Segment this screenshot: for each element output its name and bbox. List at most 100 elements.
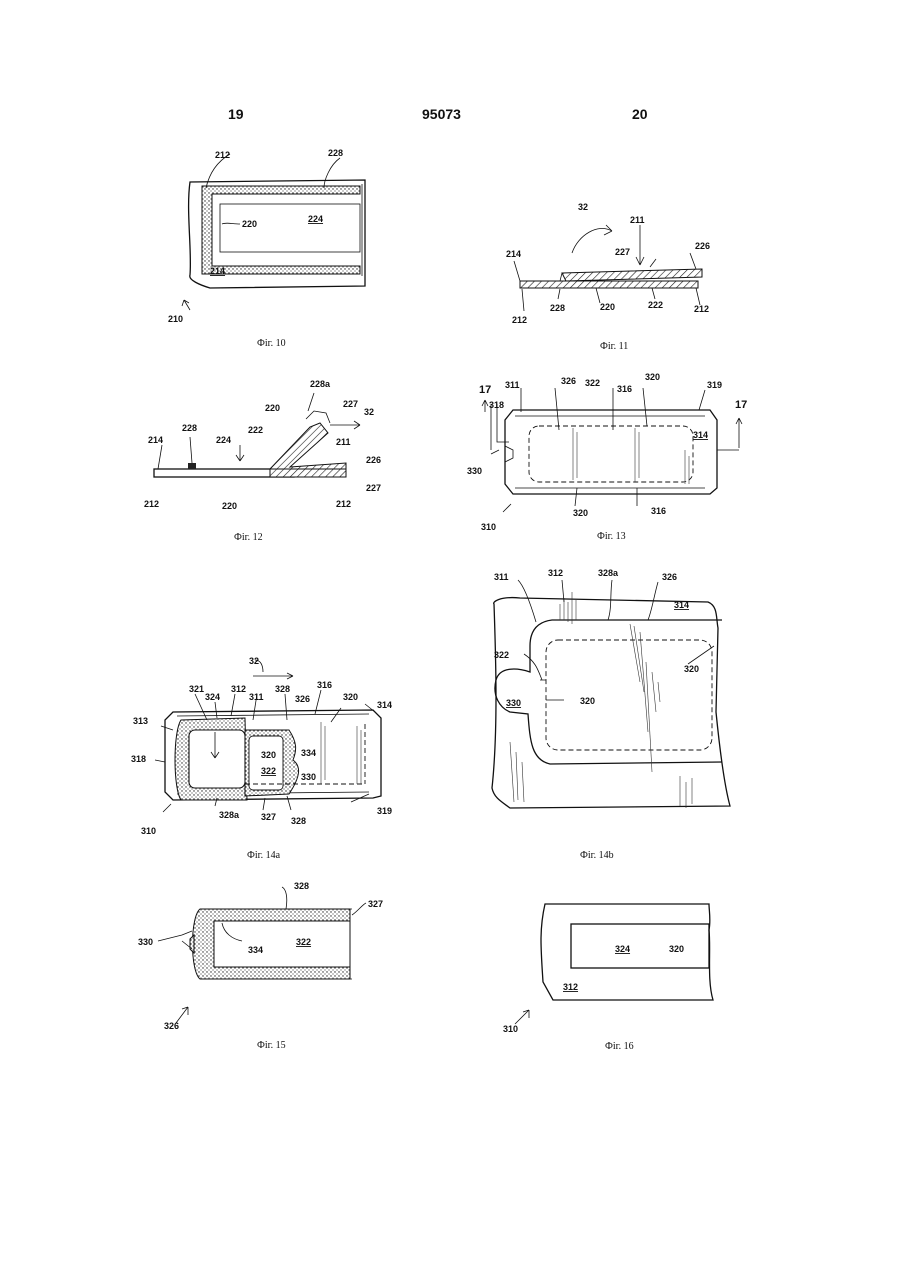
fig13-label-326: 326 (561, 376, 576, 386)
fig11-label-226: 226 (695, 241, 710, 251)
fig12-label-228: 228 (182, 423, 197, 433)
fig12-label-214: 214 (148, 435, 163, 445)
fig14a-label-314: 314 (377, 700, 392, 710)
fig14a-label-321: 321 (189, 684, 204, 694)
fig14a-label-330: 330 (301, 772, 316, 782)
fig13-caption: Фіг. 13 (597, 531, 626, 542)
fig11-label-214: 214 (506, 249, 521, 259)
fig11-label-228: 228 (550, 303, 565, 313)
fig11-label-222: 222 (648, 300, 663, 310)
fig14a-label-312: 312 (231, 684, 246, 694)
fig10-label-220: 220 (242, 219, 257, 229)
fig11-label-212-left: 212 (512, 315, 527, 325)
fig11-label-212-right: 212 (694, 304, 709, 314)
fig10-label-212: 212 (215, 150, 230, 160)
fig15-label-326: 326 (164, 1021, 179, 1031)
fig15-label-322: 322 (296, 937, 311, 947)
fig14b-label-320-inner: 320 (580, 696, 595, 706)
fig12-caption: Фіг. 12 (234, 532, 263, 543)
fig16-label-312: 312 (563, 982, 578, 992)
fig13-label-17-right: 17 (735, 399, 747, 411)
fig13-label-311: 311 (505, 380, 520, 390)
fig14a-label-324: 324 (205, 692, 220, 702)
fig14a-label-328: 328 (275, 684, 290, 694)
fig13-label-318: 318 (489, 400, 504, 410)
fig10-label-210: 210 (168, 314, 183, 324)
figure-11-drawing: 32 211 227 226 214 212 228 220 222 212 (500, 195, 730, 335)
fig14b-label-311: 311 (494, 572, 509, 582)
fig14a-label-334: 334 (301, 748, 316, 758)
fig12-label-212-left: 212 (144, 499, 159, 509)
fig13-label-17-left: 17 (479, 384, 491, 396)
fig14a-label-328a: 328a (219, 810, 240, 820)
fig10-label-224: 224 (308, 214, 323, 224)
fig14b-label-314: 314 (674, 600, 689, 610)
fig14b-label-330: 330 (506, 698, 521, 708)
right-page-number: 20 (632, 106, 648, 122)
fig14a-label-311: 311 (249, 692, 264, 702)
fig12-label-212-right: 212 (336, 499, 351, 509)
fig12-label-224: 224 (216, 435, 231, 445)
fig14b-label-322: 322 (494, 650, 509, 660)
fig14a-label-318: 318 (131, 754, 146, 764)
fig14a-label-328-bottom: 328 (291, 816, 306, 826)
figure-13-drawing: 17 311 326 322 316 320 319 17 318 314 33… (455, 370, 755, 535)
fig16-label-320: 320 (669, 944, 684, 954)
fig14a-label-322: 322 (261, 766, 276, 776)
fig10-label-228: 228 (328, 148, 343, 158)
fig13-label-320-bottom: 320 (573, 508, 588, 518)
fig13-label-322: 322 (585, 378, 600, 388)
fig12-label-220-bottom: 220 (222, 501, 237, 511)
fig14a-label-319: 319 (377, 806, 392, 816)
fig15-caption: Фіг. 15 (257, 1040, 286, 1051)
figure-15-drawing: 328 327 330 334 322 326 (130, 875, 390, 1035)
fig13-label-320-top: 320 (645, 372, 660, 382)
fig14b-label-328a: 328a (598, 568, 619, 578)
fig14a-label-327: 327 (261, 812, 276, 822)
figure-10-drawing: 212 228 220 224 214 210 (160, 140, 390, 330)
fig11-label-32: 32 (578, 202, 588, 212)
fig14a-label-32: 32 (249, 656, 259, 666)
fig11-label-227: 227 (615, 247, 630, 257)
fig12-label-222: 222 (248, 425, 263, 435)
fig12-label-227-top: 227 (343, 399, 358, 409)
figure-16-drawing: 324 320 312 310 (495, 890, 735, 1040)
fig14b-label-326: 326 (662, 572, 677, 582)
fig14a-label-320-top: 320 (343, 692, 358, 702)
fig15-label-330: 330 (138, 937, 153, 947)
patent-number: 95073 (422, 106, 461, 122)
fig16-caption: Фіг. 16 (605, 1041, 634, 1052)
fig12-label-220-top: 220 (265, 403, 280, 413)
fig13-label-319: 319 (707, 380, 722, 390)
fig13-label-316-top: 316 (617, 384, 632, 394)
fig14a-label-316: 316 (317, 680, 332, 690)
fig14a-label-320-inner: 320 (261, 750, 276, 760)
fig14a-label-313: 313 (133, 716, 148, 726)
fig14b-caption: Фіг. 14b (580, 850, 614, 861)
fig16-label-310: 310 (503, 1024, 518, 1034)
fig14a-caption: Фіг. 14a (247, 850, 280, 861)
fig12-label-211: 211 (336, 437, 351, 447)
fig14b-label-320-right: 320 (684, 664, 699, 674)
fig13-label-330: 330 (467, 466, 482, 476)
fig16-label-324: 324 (615, 944, 630, 954)
figure-14b-drawing: 311 312 328a 326 314 322 320 330 320 (480, 562, 740, 822)
fig10-label-214: 214 (210, 266, 225, 276)
fig12-label-226: 226 (366, 455, 381, 465)
fig10-caption: Фіг. 10 (257, 338, 286, 349)
fig13-label-314: 314 (693, 430, 708, 440)
fig13-label-316-bottom: 316 (651, 506, 666, 516)
fig11-label-220: 220 (600, 302, 615, 312)
fig12-label-32: 32 (364, 407, 374, 417)
figure-14a-drawing: 32 321 324 312 311 328 316 314 326 320 3… (125, 650, 405, 840)
fig15-label-327: 327 (368, 899, 383, 909)
fig15-label-328: 328 (294, 881, 309, 891)
figure-12-drawing: 228a 227 220 32 228 222 211 224 214 226 … (130, 375, 400, 520)
fig11-caption: Фіг. 11 (600, 341, 628, 352)
fig12-label-228a: 228a (310, 379, 331, 389)
fig11-label-211: 211 (630, 215, 645, 225)
fig14a-label-326: 326 (295, 694, 310, 704)
fig14b-label-312: 312 (548, 568, 563, 578)
fig13-label-310: 310 (481, 522, 496, 532)
fig12-label-227-bottom: 227 (366, 483, 381, 493)
